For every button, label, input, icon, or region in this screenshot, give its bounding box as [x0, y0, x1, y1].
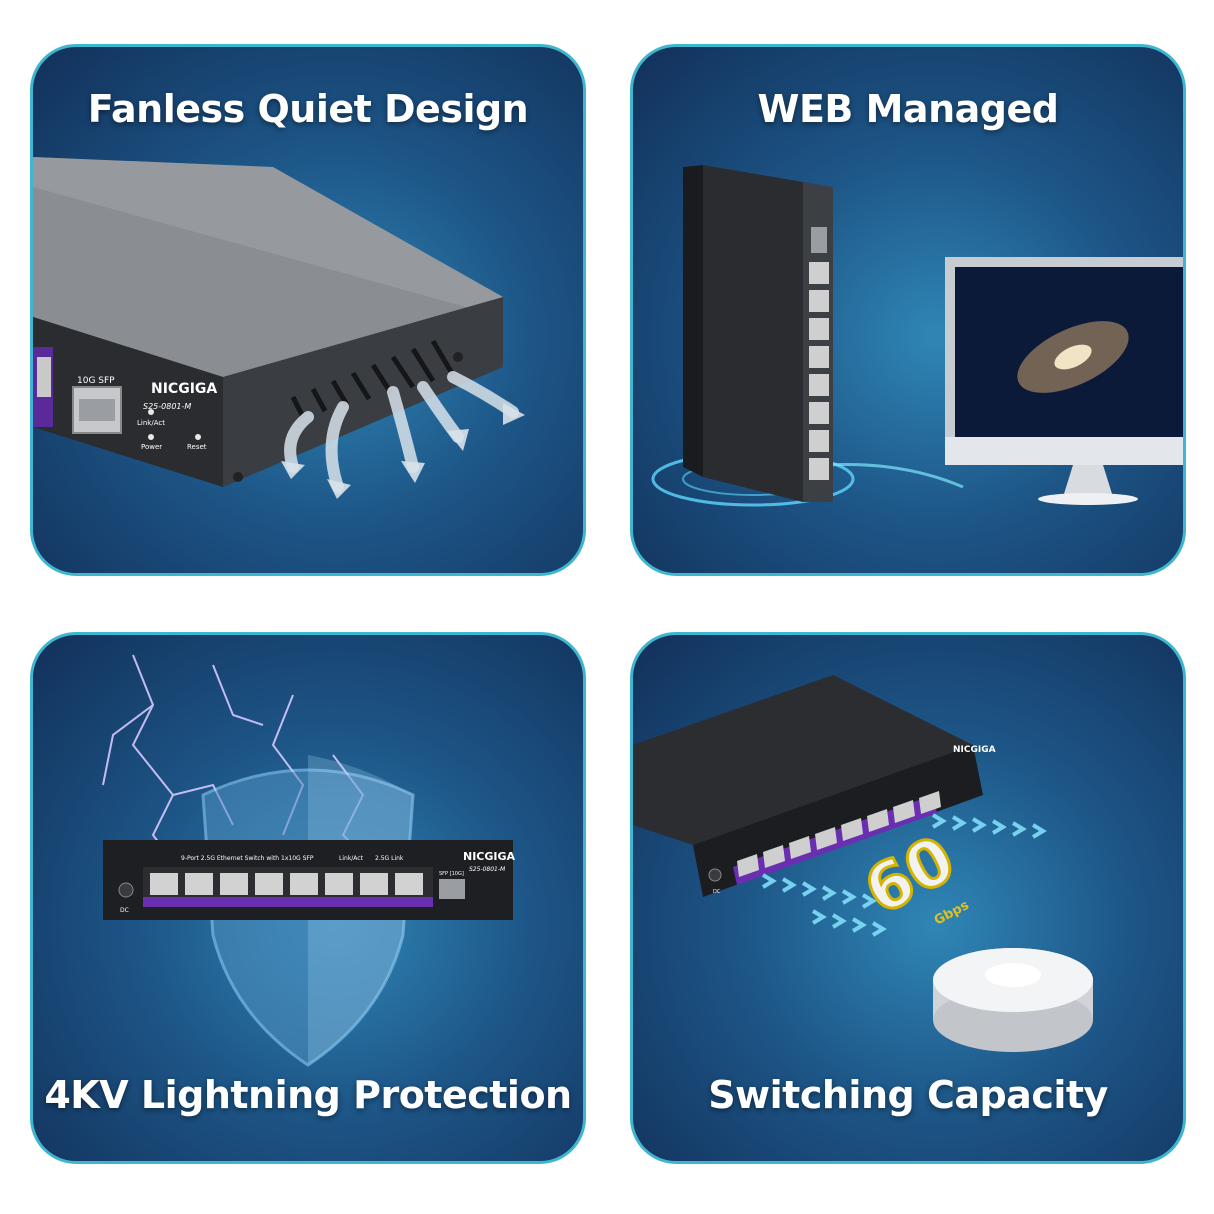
- switch-and-monitor-illustration: [651, 165, 1183, 507]
- device-brand: NICGIGA: [953, 745, 996, 755]
- led-label-power: Power: [141, 443, 162, 451]
- data-flow-chevrons-icon: [761, 813, 1047, 937]
- panel-title: Fanless Quiet Design: [87, 87, 529, 131]
- device-model: S25-0801-M: [143, 402, 191, 411]
- legend-2-5g-link: 2.5G Link: [375, 855, 404, 862]
- feature-panel-web-managed: WEB Managed: [630, 44, 1186, 576]
- capacity-illustration: NICGIGA DC 60 Gbps: [633, 675, 1093, 1052]
- device-brand: NICGIGA: [151, 381, 217, 397]
- switch-illustration: NICGIGA S25-0801-M 10G SFP Link/Act Powe…: [33, 157, 525, 499]
- device-model: S25-0801-M: [469, 866, 506, 873]
- sfp-label: SFP [10G]: [439, 871, 464, 877]
- feature-panel-lightning: 9-Port 2.5G Ethernet Switch with 1x10G S…: [30, 632, 586, 1164]
- device-brand: NICGIGA: [463, 850, 516, 863]
- dc-label: DC: [120, 907, 129, 914]
- feature-panel-fanless: NICGIGA S25-0801-M 10G SFP Link/Act Powe…: [30, 44, 586, 576]
- led-label-linkact: Link/Act: [137, 419, 165, 427]
- legend-linkact: Link/Act: [339, 855, 364, 862]
- dc-label: DC: [713, 889, 721, 895]
- device-caption: 9-Port 2.5G Ethernet Switch with 1x10G S…: [181, 855, 314, 862]
- panel-title: WEB Managed: [757, 87, 1059, 131]
- panel-title: Switching Capacity: [708, 1073, 1108, 1117]
- feature-panel-switching-capacity: NICGIGA DC 60 Gbps Switching Capacity: [630, 632, 1186, 1164]
- shield-and-switch-illustration: 9-Port 2.5G Ethernet Switch with 1x10G S…: [102, 654, 516, 1067]
- sfp-port-label: 10G SFP: [77, 376, 115, 386]
- led-label-reset: Reset: [187, 443, 207, 451]
- panel-title: 4KV Lightning Protection: [44, 1073, 572, 1117]
